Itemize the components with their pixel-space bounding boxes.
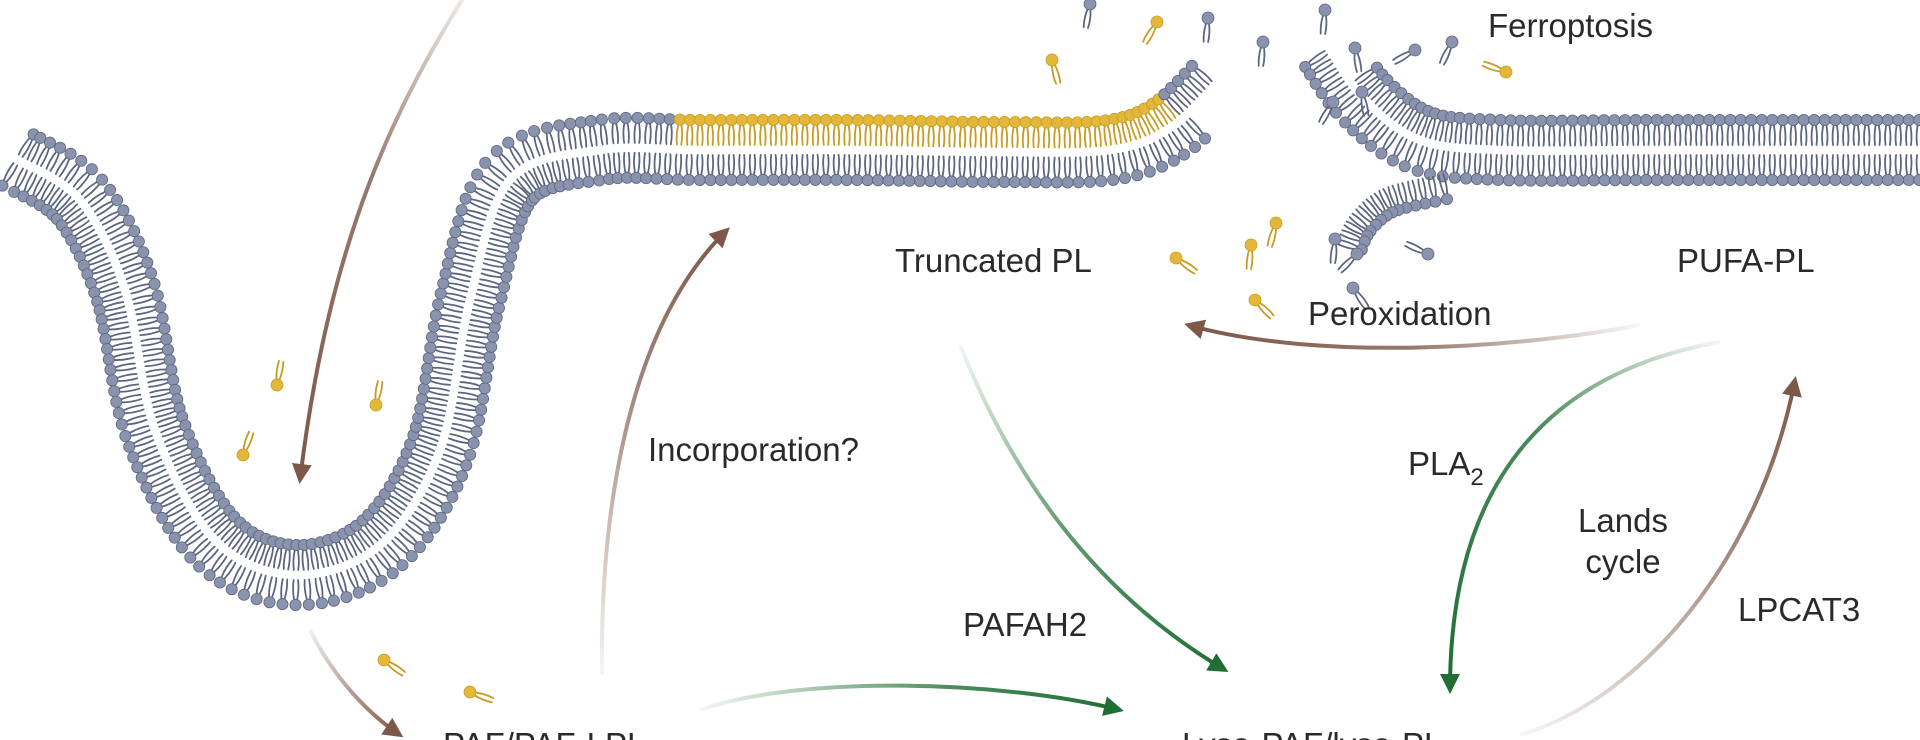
label-ferroptosis: Ferroptosis [1488, 7, 1653, 44]
oxidized-phospholipid-icon [1150, 15, 1164, 29]
arrow-vesicle-to-membrane [291, 0, 465, 484]
arrow-truncated-to-lyso [958, 344, 1229, 673]
phospholipid-icon [1355, 85, 1369, 99]
phospholipid-icon [1445, 35, 1459, 49]
arrow-release-paf [308, 629, 404, 738]
oxidized-phospholipid-icon [236, 448, 250, 462]
label-peroxidation: Peroxidation [1308, 295, 1491, 332]
plasma-membrane-right [1299, 50, 1920, 256]
phospholipid-icon [1346, 281, 1360, 295]
label-truncated-pl: Truncated PL [895, 242, 1092, 279]
phospholipid-icon [1328, 232, 1342, 246]
phospholipid-icon [1256, 35, 1270, 49]
label-pafah2: PAFAH2 [963, 606, 1087, 643]
label-lands-cycle-1: Lands [1578, 502, 1668, 539]
phospholipid-icon [1083, 0, 1097, 11]
free-lipid-molecules [236, 0, 1513, 704]
arrow-peroxidation [1184, 319, 1641, 350]
oxidized-phospholipid-icon [1169, 251, 1183, 265]
label-pufa-pl: PUFA-PL [1677, 242, 1815, 279]
label-paf: PAF/PAF-LPL [443, 726, 645, 740]
phospholipid-icon [1350, 247, 1364, 261]
oxidized-phospholipid-icon [1244, 238, 1258, 252]
label-pla2: PLA2 [1408, 445, 1484, 491]
oxidized-phospholipid-icon [377, 653, 391, 667]
arrow-incorporation [599, 227, 730, 676]
oxidized-phospholipid-icon [1499, 65, 1513, 79]
phospholipid-icon [1201, 11, 1215, 25]
label-pla2-main: PLA [1408, 445, 1470, 482]
phospholipid-icon [1408, 43, 1422, 57]
label-pla2-subscript: 2 [1470, 464, 1483, 491]
phospholipid-icon [1348, 41, 1362, 55]
oxidized-phospholipid-icon [1269, 216, 1283, 230]
phospholipid-icon [1421, 247, 1435, 261]
label-lpcat3: LPCAT3 [1738, 591, 1860, 628]
oxidized-phospholipid-icon [1248, 293, 1262, 307]
arrow-pafah2 [699, 683, 1124, 716]
label-incorporation: Incorporation? [648, 431, 859, 468]
oxidized-phospholipid-icon [463, 685, 477, 699]
label-lands-cycle-2: cycle [1585, 543, 1660, 580]
phospholipid-icon [1318, 3, 1332, 17]
arrow-lpcat3 [1519, 376, 1802, 737]
label-lyso-paf: Lyso-PAF/lyso-PL [1182, 726, 1442, 740]
phospholipid-icon [1326, 95, 1340, 109]
oxidized-phospholipid-icon [270, 378, 284, 392]
oxidized-phospholipid-icon [1045, 53, 1059, 67]
arrow-pla2 [1440, 340, 1721, 694]
plasma-membrane-left [0, 59, 1213, 612]
oxidized-phospholipid-icon [369, 398, 383, 412]
